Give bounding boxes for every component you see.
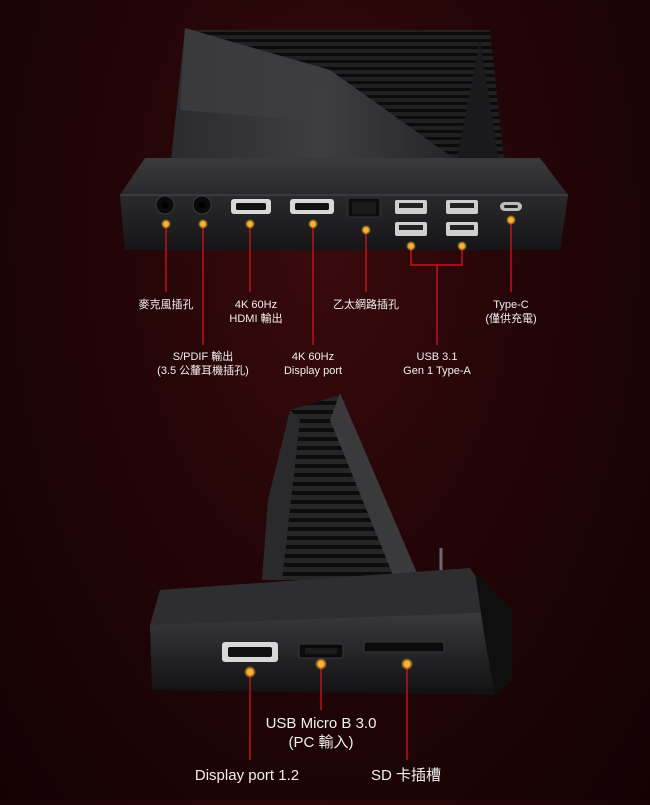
top-callout-lines [165, 220, 512, 345]
label-spdif: S/PDIF 輸出 (3.5 公釐耳機插孔) [157, 351, 249, 377]
top-dock [120, 28, 568, 345]
label-mic: 麥克風插孔 [138, 299, 194, 311]
label-type-c: Type-C (僅供充電) [485, 299, 537, 325]
label-usb-micro-b: USB Micro B 3.0 (PC 輸入) [265, 715, 377, 751]
bottom-callout-dots [244, 658, 413, 678]
bottom-dock [150, 393, 512, 760]
label-displayport: 4K 60Hz Display port [283, 351, 343, 377]
label-hdmi: 4K 60Hz HDMI 輸出 [229, 299, 283, 325]
label-ethernet: 乙太網路插孔 [333, 299, 399, 311]
label-sd-card: SD 卡插槽 [370, 767, 442, 784]
top-callout-dots [161, 215, 516, 251]
label-usb-a: USB 3.1 Gen 1 Type-A [403, 351, 471, 377]
label-bottom-displayport: Display port 1.2 [194, 767, 300, 784]
bottom-dock-top [150, 568, 505, 625]
sd-card-slot [363, 641, 445, 653]
bottom-callout-lines [249, 664, 408, 760]
usb-a-ports [395, 200, 478, 236]
